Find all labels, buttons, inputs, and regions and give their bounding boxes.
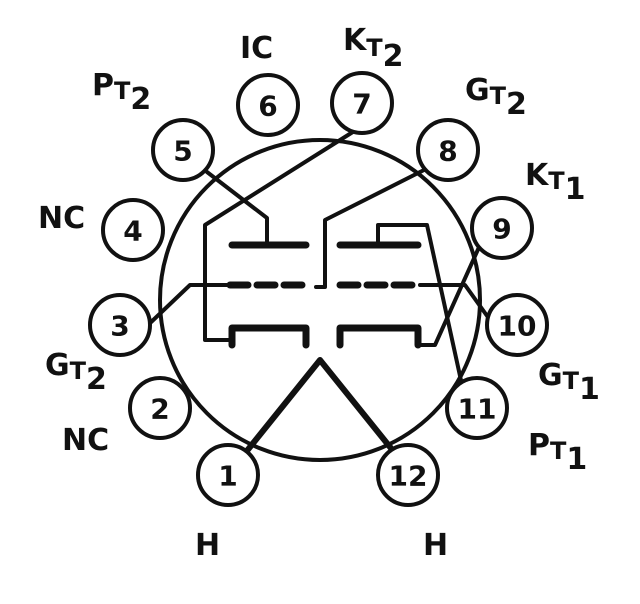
pin-5: 5 <box>151 118 215 182</box>
pin-circle <box>445 376 509 440</box>
pin-circle <box>416 118 480 182</box>
pin-circle <box>236 73 300 137</box>
pin-number: 9 <box>492 213 511 246</box>
pin-circle <box>88 293 152 357</box>
pin-number: 12 <box>389 460 428 493</box>
pin-12: 12 <box>376 443 440 507</box>
wire-pin5-plate-t2 <box>205 170 269 245</box>
pin-11: 11 <box>445 376 509 440</box>
wire-pin8-grid <box>314 168 426 289</box>
pin-1: 1 <box>196 443 260 507</box>
label-pin7: KT2 <box>343 23 404 74</box>
label-pin3: GT2 <box>45 348 107 397</box>
pin-circle <box>196 443 260 507</box>
cathode-t2 <box>228 324 310 349</box>
pin-4: 4 <box>101 198 165 262</box>
pin-number: 6 <box>258 90 277 123</box>
pin-circle <box>470 196 534 260</box>
pin-number: 10 <box>498 310 537 343</box>
pin-number: 7 <box>352 88 371 121</box>
label-pin4: NC <box>38 201 85 236</box>
wire-plate-t1-pin11 <box>376 223 464 387</box>
pin-number: 1 <box>218 460 237 493</box>
pin-3: 3 <box>88 293 152 357</box>
pin-10: 10 <box>485 293 549 357</box>
pin-circle <box>376 443 440 507</box>
heater <box>243 357 397 455</box>
label-pin6: IC <box>240 31 273 66</box>
label-pin1: H <box>195 528 220 563</box>
pin-number: 2 <box>150 393 169 426</box>
wire-grid-t1-pin10 <box>418 283 492 322</box>
cathode-t1 <box>336 324 422 349</box>
label-pin9: KT1 <box>525 158 586 207</box>
label-pin12: H <box>423 528 448 563</box>
wire-pin3-grid-t2 <box>146 283 232 327</box>
label-pin8: GT2 <box>465 73 527 122</box>
pin-7: 7 <box>330 71 394 135</box>
pin-number: 11 <box>458 393 497 426</box>
pin-circle <box>101 198 165 262</box>
label-pin10: GT1 <box>538 358 600 407</box>
pin-circle <box>128 376 192 440</box>
pin-9: 9 <box>470 196 534 260</box>
pin-2: 2 <box>128 376 192 440</box>
label-pin2: NC <box>62 423 109 458</box>
label-pin5: PT2 <box>92 68 151 117</box>
label-pin11: PT1 <box>528 428 587 477</box>
envelope-circle <box>158 138 482 462</box>
pin-number: 5 <box>173 135 192 168</box>
pin-8: 8 <box>416 118 480 182</box>
wire-pin7-cathode-t2 <box>203 128 358 342</box>
pin-number: 8 <box>438 135 457 168</box>
pin-circle <box>485 293 549 357</box>
pin-number: 3 <box>110 310 129 343</box>
pin-circle <box>151 118 215 182</box>
pin-number: 4 <box>123 215 142 248</box>
wire-cathode-t1-pin9 <box>416 243 482 347</box>
pin-6: 6 <box>236 73 300 137</box>
pin-circle <box>330 71 394 135</box>
